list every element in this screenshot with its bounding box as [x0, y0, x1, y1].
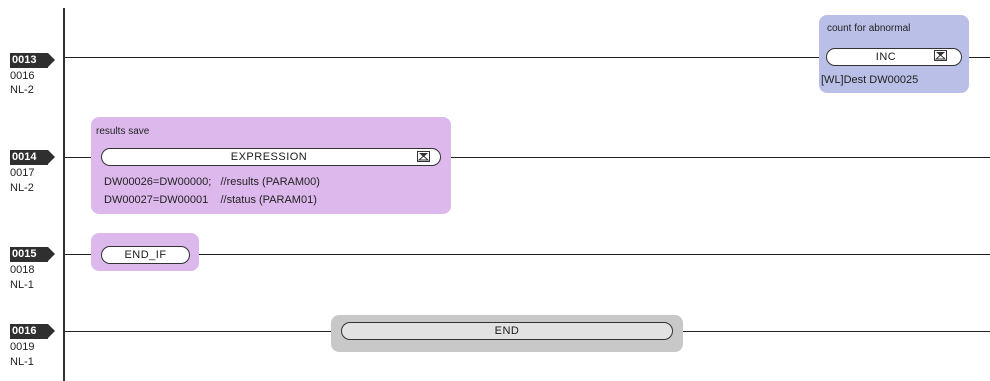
inc-comment: count for abnormal — [827, 23, 911, 34]
rung-wire — [190, 254, 990, 255]
end-if-instruction-name: END_IF — [124, 249, 167, 261]
rung-number: 0014 — [10, 150, 55, 165]
expression-instruction-pill[interactable]: EXPRESSION — [101, 148, 441, 166]
inc-instruction-pill[interactable]: INC — [826, 48, 962, 66]
expand-icon[interactable] — [417, 151, 430, 162]
expression-line-1: DW00026=DW00000; //results (PARAM00) — [104, 176, 320, 188]
expression-instruction-name: EXPRESSION — [230, 151, 308, 163]
rung-wire — [65, 57, 825, 58]
rung-wire — [65, 254, 101, 255]
expression-comment: results save — [96, 126, 150, 137]
end-instruction-name: END — [494, 325, 520, 337]
rung-nest-level: NL-1 — [10, 279, 34, 291]
end-instruction-pill[interactable]: END — [341, 322, 673, 340]
rung-number: 0013 — [10, 53, 55, 68]
ladder-left-rail — [63, 8, 65, 381]
rung-line-number: 0019 — [10, 341, 35, 353]
expand-icon[interactable] — [934, 50, 947, 61]
rung-line-number: 0017 — [10, 167, 35, 179]
inc-instruction-name: INC — [875, 51, 897, 63]
rung-nest-level: NL-2 — [10, 84, 34, 96]
rung-line-number: 0016 — [10, 70, 35, 82]
rung-nest-level: NL-1 — [10, 356, 34, 368]
rung-nest-level: NL-2 — [10, 182, 34, 194]
rung-wire — [673, 331, 990, 332]
rung-line-number: 0018 — [10, 264, 35, 276]
rung-wire — [962, 57, 990, 58]
inc-dest-param: [WL]Dest DW00025 — [821, 74, 919, 86]
expression-line-2: DW00027=DW00001 //status (PARAM01) — [104, 194, 317, 206]
rung-number: 0016 — [10, 324, 55, 339]
rung-number: 0015 — [10, 247, 55, 262]
rung-wire — [65, 157, 101, 158]
rung-wire — [441, 157, 990, 158]
rung-wire — [65, 331, 341, 332]
end-if-instruction-pill[interactable]: END_IF — [101, 246, 190, 264]
